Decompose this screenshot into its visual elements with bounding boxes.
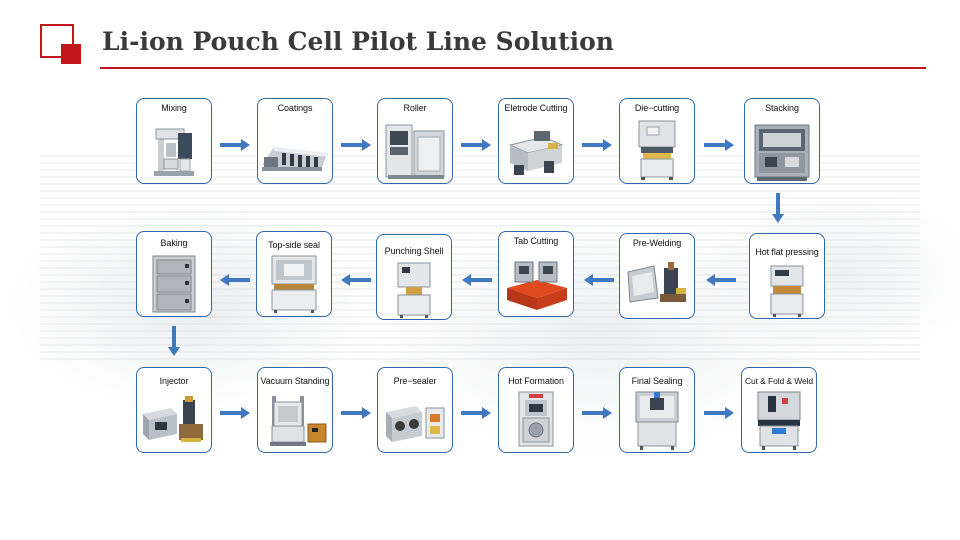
step-label: Final Sealing — [631, 376, 683, 386]
step-label: Roller — [403, 103, 427, 113]
vacuum-chamber-icon — [262, 394, 328, 448]
step-label: Mixing — [161, 103, 187, 113]
mixer-machine-icon — [148, 119, 200, 179]
hot-press-icon — [767, 264, 807, 318]
step-coatings: Coatings — [257, 98, 333, 184]
formation-machine-icon — [515, 390, 557, 450]
step-label: Baking — [160, 238, 188, 248]
flow-arrow-right — [704, 407, 734, 419]
step-mixing: Mixing — [136, 98, 212, 184]
flow-arrow-down — [772, 193, 784, 223]
step-punching-shell: Punching Shell — [376, 234, 452, 320]
step-hot-formation: Hot Formation — [498, 367, 574, 453]
step-label: Eletrode Cutting — [504, 103, 568, 113]
coating-line-icon — [260, 127, 330, 177]
stacking-machine-icon — [751, 121, 813, 183]
step-stacking: Stacking — [744, 98, 820, 184]
flow-arrow-right — [461, 139, 491, 151]
die-cutter-icon — [633, 119, 681, 181]
step-label: Top-side seal — [268, 240, 320, 250]
flow-arrow-right — [341, 407, 371, 419]
step-top-side-seal: Top-side seal — [256, 231, 332, 317]
step-label: Punching Shell — [384, 246, 444, 256]
step-label: Injector — [159, 376, 189, 386]
title-divider — [100, 67, 926, 69]
flow-arrow-right — [582, 139, 612, 151]
flow-arrow-right — [341, 139, 371, 151]
step-roller: Roller — [377, 98, 453, 184]
tab-cutter-icon — [503, 254, 569, 312]
flow-arrow-left — [341, 274, 371, 286]
sealing-machine-icon — [268, 254, 320, 314]
flow-arrow-down — [168, 326, 180, 356]
step-tab-cutting: Tab Cutting — [498, 231, 574, 317]
flow-arrow-left — [220, 274, 250, 286]
roller-press-icon — [384, 121, 446, 181]
step-label: Vacuum Standing — [260, 376, 330, 386]
flow-arrow-left — [462, 274, 492, 286]
step-label: Stacking — [765, 103, 799, 113]
step-label: Die−cutting — [634, 103, 680, 113]
step-baking: Baking — [136, 231, 212, 317]
step-label: Hot Formation — [508, 376, 564, 386]
step-label: Pre−sealer — [393, 376, 437, 386]
step-label: Cut & Fold & Weld — [744, 376, 814, 386]
step-hot-flat-pressing: Hot flat pressing — [749, 233, 825, 319]
logo-icon — [40, 24, 81, 64]
step-label: Tab Cutting — [513, 236, 559, 246]
flow-arrow-left — [706, 274, 736, 286]
step-pre-sealer: Pre−sealer — [377, 367, 453, 453]
step-final-sealing: Final Sealing — [619, 367, 695, 453]
final-sealer-icon — [632, 390, 682, 452]
flow-arrow-right — [704, 139, 734, 151]
step-die-cutting: Die−cutting — [619, 98, 695, 184]
step-label: Coatings — [277, 103, 313, 113]
ultrasonic-welder-icon — [624, 258, 690, 308]
cut-fold-welder-icon — [754, 390, 804, 452]
electrolyte-injector-icon — [141, 394, 207, 446]
step-label: Hot flat pressing — [755, 247, 819, 257]
page-title: Li-ion Pouch Cell Pilot Line Solution — [102, 27, 614, 56]
step-label: Pre-Welding — [632, 238, 682, 248]
step-vacuum-standing: Vacuum Standing — [257, 367, 333, 453]
flow-arrow-right — [582, 407, 612, 419]
step-pre-welding: Pre-Welding — [619, 233, 695, 319]
step-injector: Injector — [136, 367, 212, 453]
flow-arrow-right — [220, 139, 250, 151]
flow-arrow-right — [220, 407, 250, 419]
glovebox-sealer-icon — [382, 394, 448, 448]
step-electrode-cutting: Eletrode Cutting — [498, 98, 574, 184]
flow-arrow-left — [584, 274, 614, 286]
punching-machine-icon — [392, 261, 436, 319]
slitting-machine-icon — [504, 125, 568, 177]
flow-arrow-right — [461, 407, 491, 419]
oven-icon — [151, 254, 197, 316]
step-cut-fold-weld: Cut & Fold & Weld — [741, 367, 817, 453]
